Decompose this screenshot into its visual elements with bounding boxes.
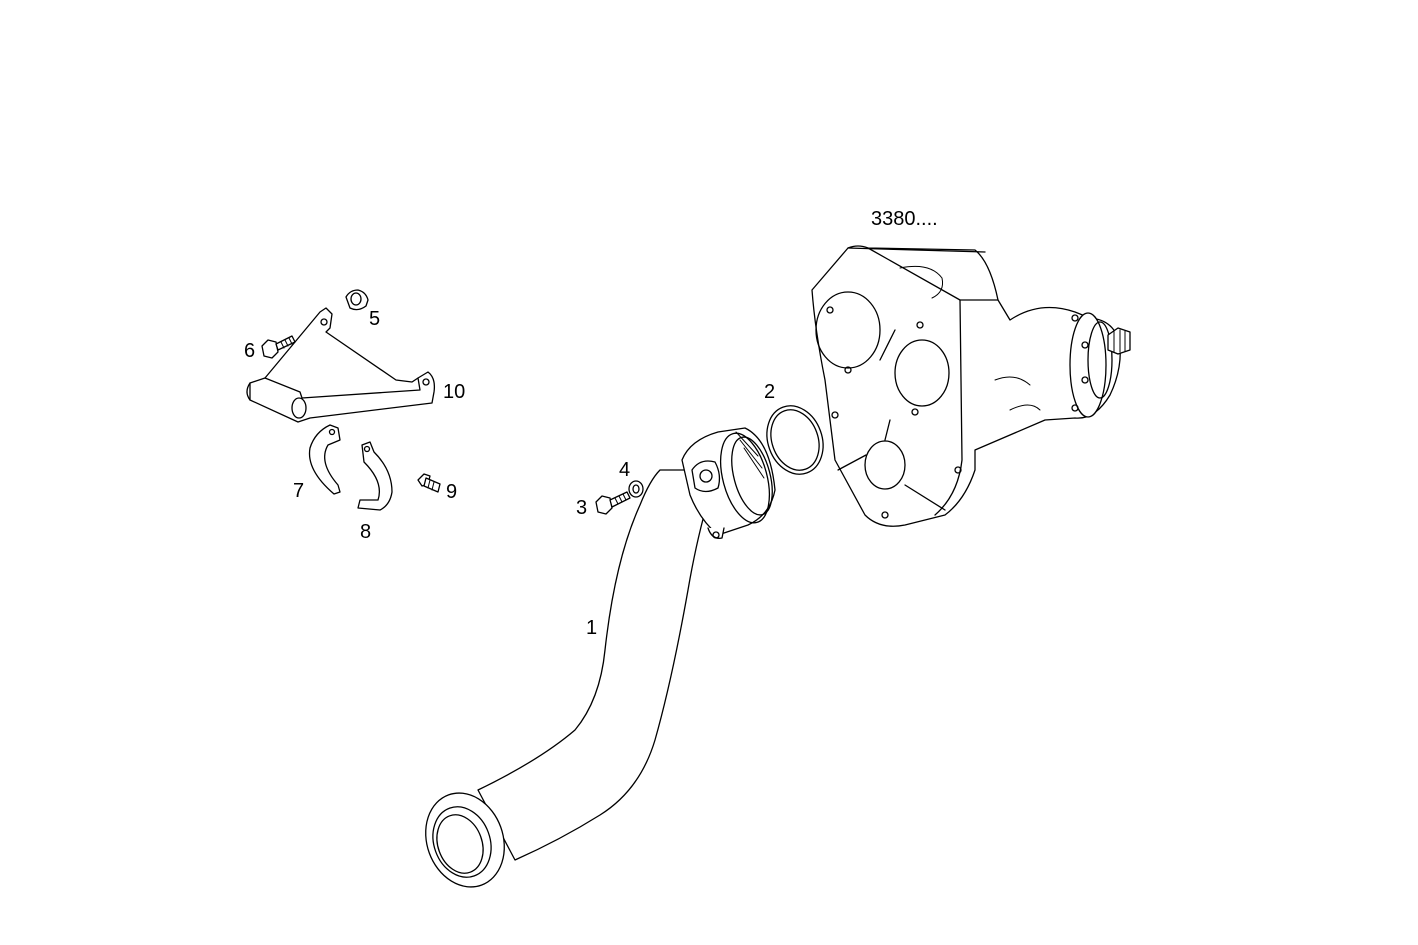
callout-6: 6 — [244, 340, 255, 362]
ref-label-3380: 3380.... — [871, 208, 938, 230]
gearbox-housing — [811, 245, 1131, 527]
bolt-part-6 — [261, 335, 296, 359]
callout-9: 9 — [446, 481, 457, 503]
bolt-part-3 — [595, 491, 631, 515]
clamp-part-8 — [357, 441, 393, 511]
callout-3: 3 — [576, 497, 587, 519]
callout-7: 7 — [293, 480, 304, 502]
washer-part-4 — [628, 480, 644, 498]
pipe-part-1 — [425, 427, 776, 888]
callout-10: 10 — [443, 381, 465, 403]
nut-part-5 — [345, 289, 369, 311]
o-ring-part-2 — [766, 405, 824, 475]
callout-1: 1 — [586, 617, 597, 639]
bracket-part-10 — [246, 307, 436, 423]
callout-5: 5 — [369, 308, 380, 330]
screw-part-9 — [417, 473, 441, 493]
callout-4: 4 — [619, 459, 630, 481]
clamp-part-7 — [308, 424, 341, 495]
callout-8: 8 — [360, 521, 371, 543]
callout-2: 2 — [764, 381, 775, 403]
